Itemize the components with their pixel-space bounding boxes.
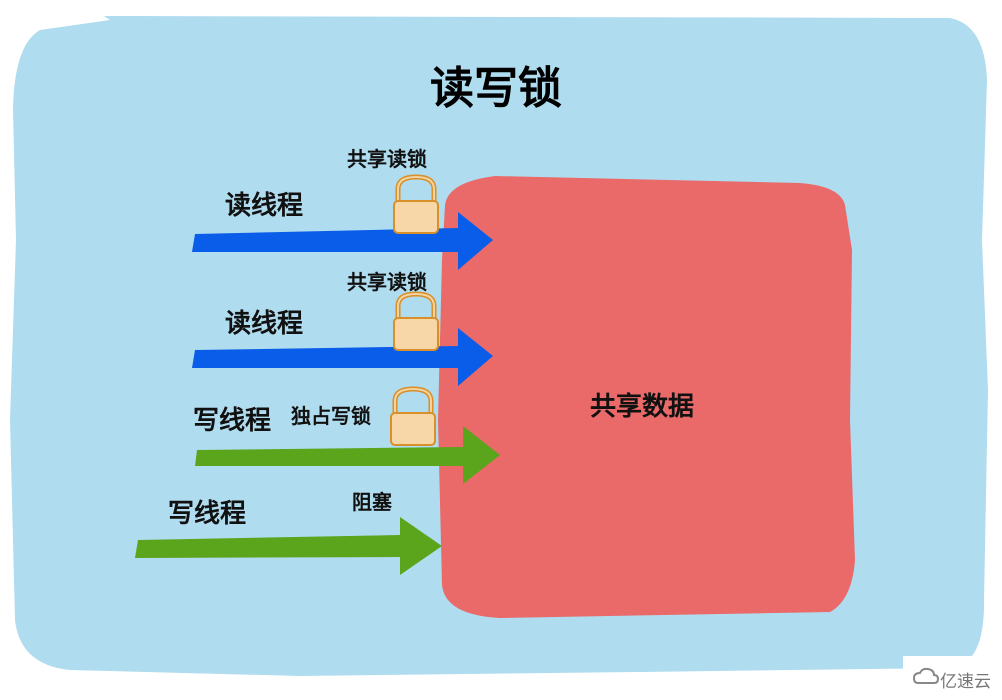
arrow-read-thread-2 [192, 328, 493, 386]
arrow-write-thread-2 [135, 517, 442, 575]
padlock-icon-3 [390, 386, 436, 446]
watermark-area [903, 656, 1002, 700]
thread-label-4: 写线程 [168, 499, 247, 529]
watermark-cloud-icon [912, 667, 940, 684]
arrow-read-thread-1 [192, 212, 493, 270]
padlock-icon-1 [393, 174, 439, 234]
blocked-label: 阻塞 [352, 490, 392, 514]
shared-data-block [438, 176, 855, 618]
lock-label-3: 独占写锁 [291, 404, 371, 428]
arrow-write-thread-1 [195, 426, 500, 484]
thread-label-1: 读线程 [225, 191, 304, 221]
diagram-title: 读写锁 [430, 63, 562, 114]
shared-data-label: 共享数据 [590, 392, 695, 422]
thread-label-2: 读线程 [225, 309, 304, 339]
thread-label-3: 写线程 [193, 406, 272, 436]
lock-label-1: 共享读锁 [347, 147, 427, 171]
padlock-icon-2 [393, 291, 439, 351]
watermark-text: 亿速云 [940, 672, 991, 692]
lock-label-2: 共享读锁 [347, 270, 427, 294]
